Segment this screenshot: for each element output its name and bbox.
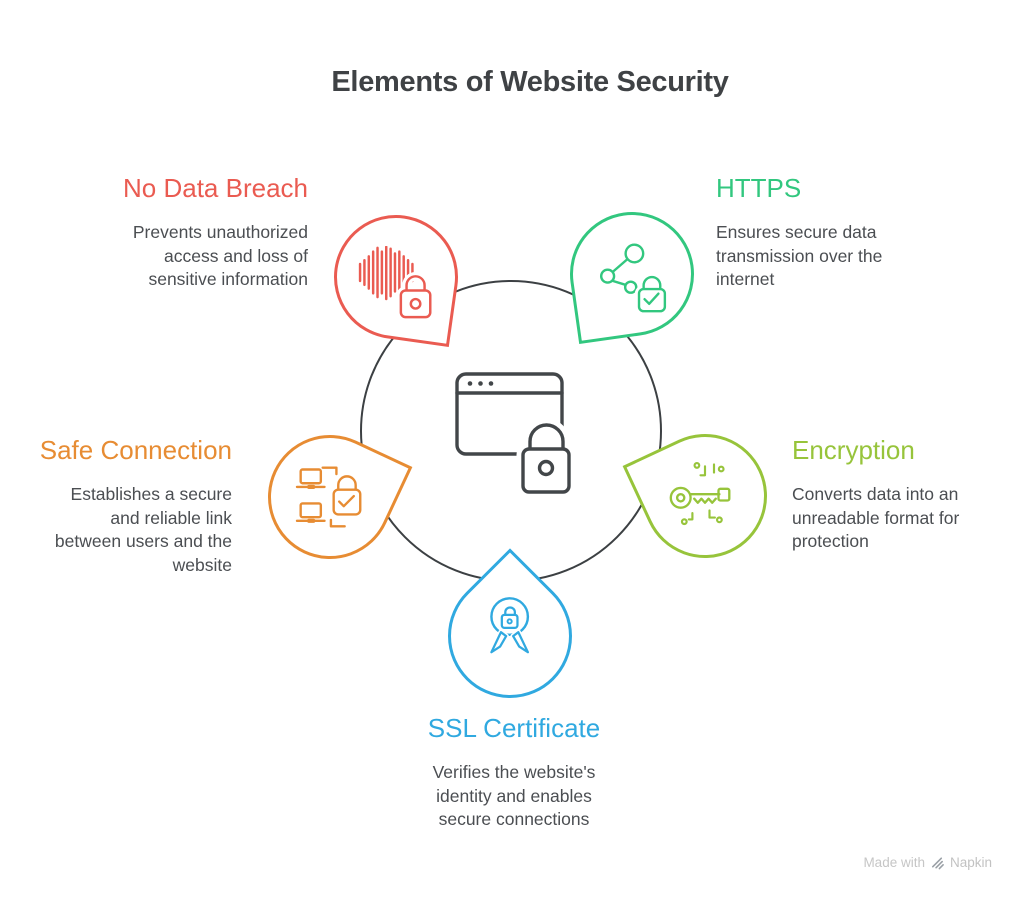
- item-description-line: sensitive information: [148, 269, 308, 289]
- napkin-logo-icon: [930, 855, 945, 870]
- item-description-line: access and loss of: [164, 245, 308, 266]
- item-heading: Encryption: [792, 435, 915, 465]
- node-ssl-certificate: [422, 548, 598, 724]
- key-circuit-icon: [667, 460, 743, 532]
- item-description-line: Ensures secure data: [716, 222, 877, 242]
- napkin-brand-text: Napkin: [949, 855, 992, 870]
- browser-window-lock-icon: [455, 372, 576, 499]
- item-description-line: transmission over the: [716, 245, 883, 266]
- network-share-lock-icon: [596, 242, 670, 314]
- label-block-ssl-certificate: SSL Certificate Verifies the website's i…: [354, 712, 674, 832]
- item-heading: No Data Breach: [123, 173, 308, 203]
- node-https: [561, 203, 703, 345]
- certificate-ribbon-lock-icon: [477, 591, 543, 664]
- item-description-line: Prevents unauthorized: [132, 222, 308, 242]
- item-description-line: between users and the: [54, 531, 232, 551]
- item-description-line: Establishes a secure: [70, 484, 232, 504]
- item-description-line: and reliable link: [110, 507, 232, 528]
- node-encryption: [622, 413, 788, 579]
- voiceprint-lock-icon: [357, 245, 434, 320]
- item-heading: Safe Connection: [39, 435, 232, 465]
- made-with-napkin-link[interactable]: Made with Napkin: [863, 855, 992, 870]
- made-with-text: Made with: [863, 855, 925, 870]
- node-no-data-breach: [325, 206, 467, 348]
- item-description-line: secure connections: [438, 809, 590, 829]
- item-description-line: internet: [716, 269, 775, 289]
- item-description-line: unreadable format for: [792, 507, 960, 528]
- label-block-https: HTTPS Ensures secure data transmission o…: [716, 172, 936, 292]
- label-block-encryption: Encryption Converts data into an unreada…: [792, 434, 1002, 554]
- item-description-line: identity and enables: [436, 785, 592, 806]
- item-description-line: Converts data into an: [792, 484, 959, 504]
- item-description-line: protection: [792, 531, 869, 551]
- devices-sync-lock-icon: [294, 464, 366, 530]
- item-description-line: website: [172, 554, 232, 575]
- label-block-no-data-breach: No Data Breach Prevents unauthorized acc…: [68, 172, 308, 292]
- item-description-line: Verifies the website's: [432, 762, 596, 782]
- node-safe-connection: [247, 414, 413, 580]
- item-heading: SSL Certificate: [427, 713, 601, 743]
- page-title: Elements of Website Security: [331, 66, 729, 98]
- label-block-safe-connection: Safe Connection Establishes a secure and…: [0, 434, 232, 577]
- item-heading: HTTPS: [716, 173, 802, 203]
